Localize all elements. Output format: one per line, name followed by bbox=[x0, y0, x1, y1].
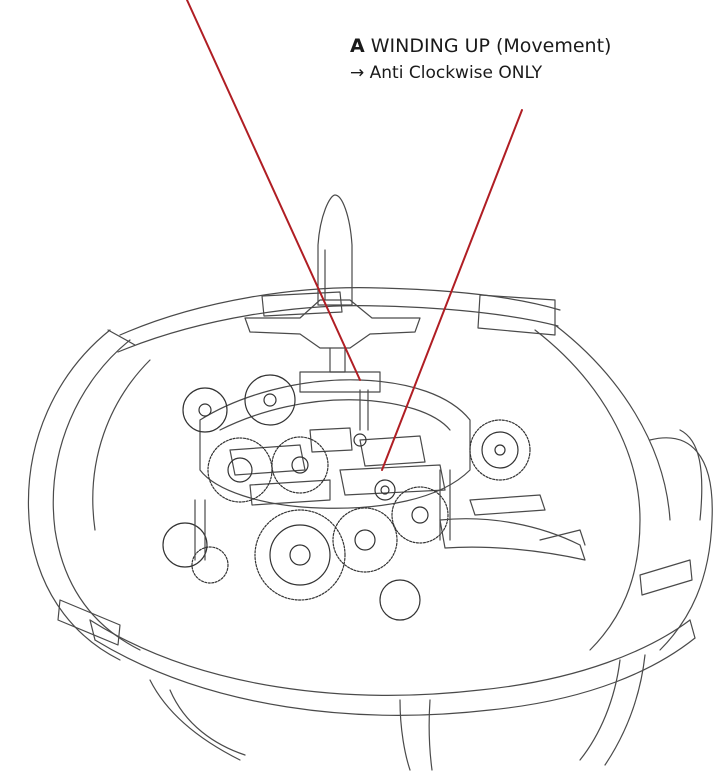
top-pillar bbox=[244, 194, 421, 393]
gear-train bbox=[162, 374, 531, 621]
left-arcs bbox=[27, 329, 151, 661]
right-bridge bbox=[439, 494, 586, 561]
outer-ring bbox=[117, 287, 561, 353]
pointer-line-left bbox=[186, 0, 361, 381]
pointer-line-a bbox=[381, 109, 523, 471]
annotation-title: WINDING UP (Movement) bbox=[370, 35, 612, 57]
lower-legs bbox=[149, 654, 646, 771]
pillars bbox=[194, 389, 451, 561]
annotation-instruction: Anti Clockwise ONLY bbox=[369, 63, 543, 83]
right-arcs bbox=[534, 324, 713, 651]
arrow-icon: → bbox=[350, 63, 365, 83]
annotation-key: A bbox=[350, 35, 365, 57]
annotation-instruction-line: → Anti Clockwise ONLY bbox=[350, 60, 611, 87]
annotation-a: A WINDING UP (Movement) → Anti Clockwise… bbox=[350, 33, 611, 87]
front-ring bbox=[57, 559, 696, 716]
